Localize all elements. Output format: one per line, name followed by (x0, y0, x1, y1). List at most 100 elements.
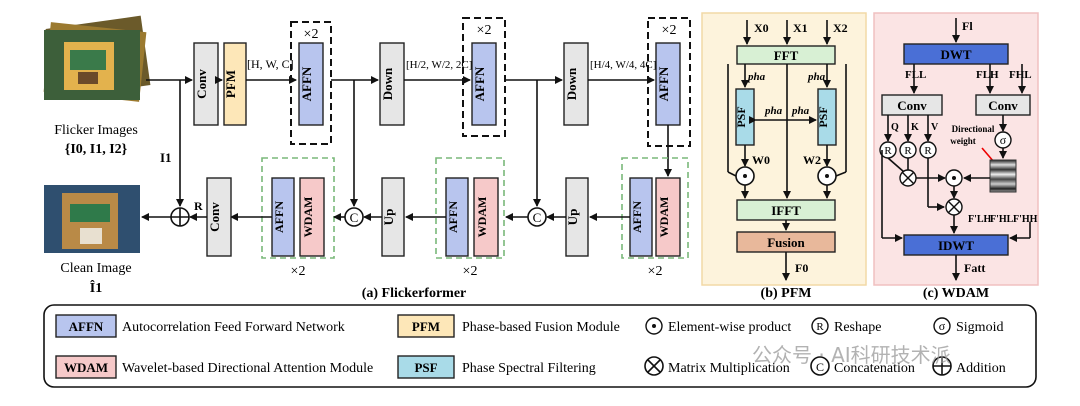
flicker-images-label: Flicker Images (54, 123, 138, 138)
dwt-block (903, 43, 1009, 65)
svg-text:W0: W0 (752, 153, 770, 167)
svg-text:WDAM: WDAM (64, 360, 108, 375)
dim-label-1: [H, W, C] (247, 57, 294, 71)
legend-wdam-desc: Wavelet-based Directional Attention Modu… (122, 361, 373, 376)
svg-text:Up: Up (565, 209, 580, 226)
svg-text:Down: Down (564, 67, 579, 100)
svg-text:Sigmoid: Sigmoid (956, 320, 1003, 335)
legend-box (43, 304, 1037, 388)
legend-psf-swatch (397, 355, 455, 379)
svg-text:FFT: FFT (774, 48, 799, 63)
conv-block-wdam-left (881, 94, 943, 116)
svg-text:×2: ×2 (291, 264, 306, 279)
svg-text:WDAM: WDAM (301, 197, 315, 238)
svg-text:C: C (533, 210, 542, 225)
svg-text:Q: Q (891, 122, 899, 133)
affn-block-2 (471, 42, 497, 126)
svg-text:Down: Down (380, 67, 395, 100)
decoder-group-3 (621, 157, 689, 259)
legend-concat-icon (810, 356, 830, 376)
svg-text:pha: pha (747, 71, 766, 83)
clean-image-label: Clean Image (60, 261, 131, 276)
flicker-images-set: {I0, I1, I2} (65, 142, 128, 157)
svg-text:PSF: PSF (414, 360, 437, 375)
svg-text:Reshape: Reshape (834, 320, 881, 335)
affn-group-1 (290, 21, 332, 145)
svg-text:AFFN: AFFN (656, 66, 671, 101)
svg-text:×2: ×2 (648, 264, 663, 279)
svg-text:PSF: PSF (734, 106, 748, 127)
svg-text:X1: X1 (793, 21, 808, 35)
svg-text:Element-wise product: Element-wise product (668, 320, 791, 335)
caption-a: (a) Flickerformer (362, 286, 467, 301)
svg-text:Conv: Conv (897, 98, 927, 113)
svg-text:FLL: FLL (905, 69, 926, 81)
legend-psf-desc: Phase Spectral Filtering (462, 361, 596, 376)
svg-text:σ: σ (939, 319, 946, 333)
residual-label: R (194, 199, 203, 213)
svg-text:WDAM: WDAM (475, 197, 489, 238)
svg-text:W2: W2 (803, 153, 821, 167)
down-block-2 (563, 42, 589, 126)
legend-sigmoid-icon (933, 317, 951, 335)
svg-text:DWT: DWT (940, 47, 971, 62)
svg-text:V: V (931, 122, 939, 133)
dim-label-2: [H/2, W/2, 2C] (406, 59, 472, 71)
svg-text:IFFT: IFFT (771, 203, 801, 218)
svg-text:AFFN: AFFN (69, 319, 104, 334)
svg-text:X0: X0 (754, 21, 769, 35)
svg-text:C: C (350, 210, 359, 225)
svg-text:pha: pha (807, 71, 826, 83)
svg-text:FHL: FHL (1009, 69, 1032, 81)
wdam-block-dec-2 (473, 177, 499, 257)
wdam-block-dec-3 (655, 177, 681, 257)
svg-text:IDWT: IDWT (938, 238, 974, 253)
legend-affn-swatch (55, 314, 117, 338)
svg-text:×2: ×2 (662, 23, 677, 38)
wdam-block-dec-1 (299, 177, 325, 257)
svg-text:Addition: Addition (956, 361, 1006, 376)
dim-label-3: [H/4, W/4, 4C] (590, 59, 656, 71)
svg-text:Fl: Fl (962, 19, 973, 33)
down-block-1 (379, 42, 405, 126)
svg-text:F'HL: F'HL (990, 214, 1014, 225)
clean-image-symbol: Î1 (90, 279, 102, 296)
svg-text:R: R (924, 145, 932, 157)
svg-text:R: R (904, 145, 912, 157)
svg-text:F0: F0 (795, 261, 808, 275)
i1-label: I1 (160, 150, 172, 165)
svg-text:AFFN: AFFN (472, 66, 487, 101)
legend-wdam-swatch (55, 355, 117, 379)
caption-c: (c) WDAM (923, 286, 989, 301)
conv-block-out (206, 177, 232, 257)
svg-text:FLH: FLH (976, 69, 999, 81)
pfm-block (223, 42, 247, 126)
svg-text:σ: σ (1000, 133, 1007, 147)
directional-weight-map (989, 159, 1017, 193)
svg-text:Directional: Directional (952, 124, 995, 134)
svg-text:Fatt: Fatt (964, 261, 985, 275)
svg-text:K: K (911, 122, 919, 133)
affn-block-3 (655, 42, 681, 126)
svg-text:Up: Up (381, 209, 396, 226)
caption-b: (b) PFM (761, 286, 812, 301)
svg-text:F'HH: F'HH (1013, 214, 1038, 225)
svg-text:weight: weight (950, 136, 976, 146)
watermark: 公众号 · AI科研技术派 (752, 343, 951, 367)
svg-text:PFM: PFM (223, 70, 238, 98)
legend-pfm-desc: Phase-based Fusion Module (462, 320, 620, 335)
flicker-images-stack (43, 15, 151, 102)
svg-text:×2: ×2 (477, 23, 492, 38)
svg-text:Concatenation: Concatenation (834, 361, 915, 376)
conv-block-in (193, 42, 219, 126)
svg-text:R: R (816, 321, 824, 333)
decoder-group-2 (435, 157, 505, 259)
fft-block (736, 45, 836, 65)
svg-text:PSF: PSF (816, 106, 830, 127)
affn-group-2 (462, 17, 506, 137)
affn-group-3 (647, 17, 691, 147)
decoder-group-1 (261, 157, 335, 259)
svg-text:pha: pha (764, 105, 783, 117)
svg-text:C: C (816, 360, 824, 374)
